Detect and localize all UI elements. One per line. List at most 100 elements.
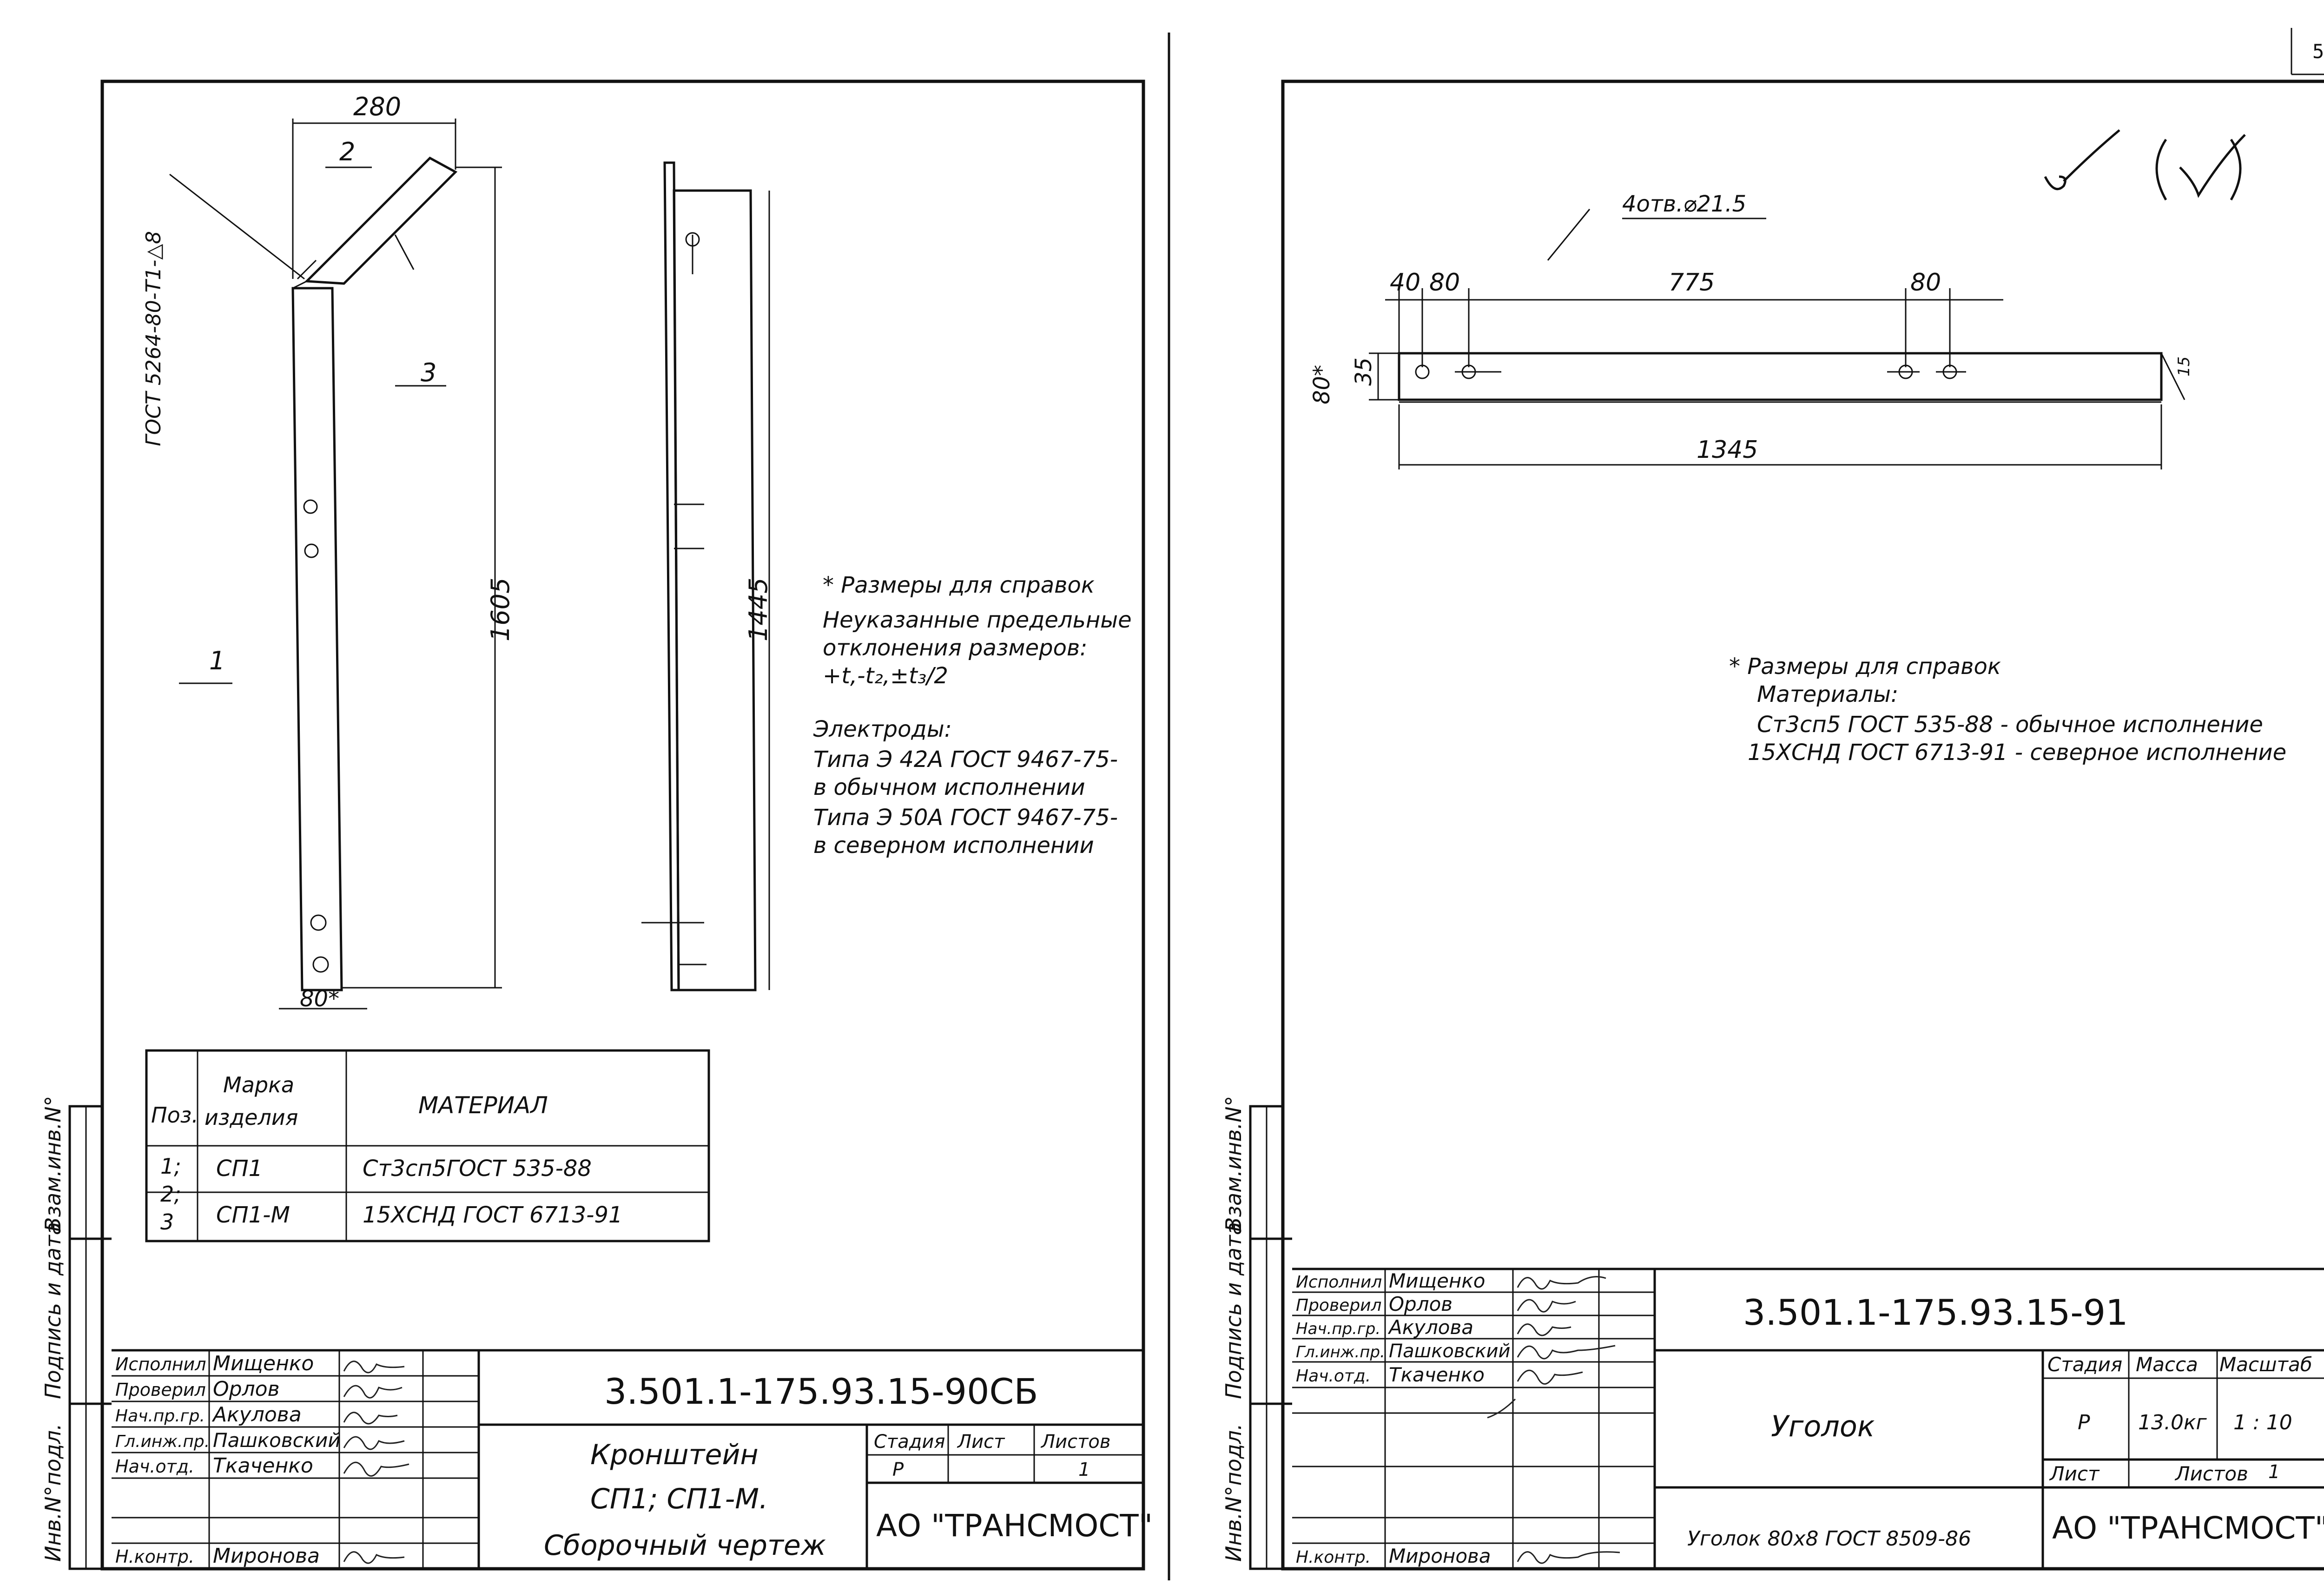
dim-1445: 1445 [744, 578, 773, 641]
left-frame [100, 79, 1145, 1571]
dim-15: 15 [2175, 357, 2193, 377]
side-label-sign: Подпись и дата [1221, 1222, 1246, 1399]
tb-title-line: Кронштейн [590, 1439, 759, 1471]
signature [343, 1461, 409, 1477]
tb-title-line: СП1; СП1-М. [590, 1483, 768, 1515]
tb-material-line: Уголок 80х8 ГОСТ 8509-86 [1687, 1527, 1971, 1551]
note-line: Неуказанные предельные [823, 607, 1132, 633]
pos-3: 3 [421, 358, 436, 387]
signature [1487, 1369, 1583, 1419]
tb-role: Н.контр. [115, 1546, 194, 1567]
pos-value: 3 [160, 1209, 174, 1235]
th-pos: Поз. [151, 1103, 198, 1128]
note-line: Типа Э 42А ГОСТ 9467-75- [813, 746, 1118, 773]
side-label-replace: Взам.инв.N° [40, 1096, 66, 1232]
hole [312, 956, 329, 973]
tb-stage-label: Стадия [2047, 1353, 2122, 1376]
right-title-block: Исполнил Мищенко Проверил Орлов Нач.пр.г… [1292, 1268, 2324, 1569]
tb-name: Орлов [1389, 1293, 1452, 1315]
signature [1517, 1299, 1576, 1313]
page-number: 56 [2312, 40, 2324, 63]
tb-sheets-value: 1 [1078, 1459, 1090, 1480]
th-mark-1: Марка [223, 1072, 294, 1097]
dim-280: 280 [353, 92, 401, 121]
tb-scale-label: Масштаб [2219, 1353, 2312, 1376]
signature [343, 1385, 403, 1399]
signature [1517, 1345, 1616, 1360]
tb-scale-value: 1 : 10 [2233, 1411, 2292, 1434]
tb-role: Проверил [115, 1380, 206, 1400]
note-line: Электроды: [813, 716, 952, 742]
row-material: Ст3сп5ГОСТ 535-88 [363, 1156, 592, 1182]
bracket-side-view: 1445 [641, 161, 773, 991]
tb-mass-label: Масса [2136, 1353, 2198, 1376]
tb-name: Пашковский [1389, 1341, 1511, 1362]
left-side-strip: Инв.N°подл. Подпись и дата Взам.инв.N° [40, 1096, 112, 1570]
side-label-inv: Инв.N°подл. [1221, 1423, 1246, 1562]
row-mark: СП1 [216, 1156, 263, 1182]
dim-80: 80* [300, 986, 339, 1012]
pos-2: 2 [339, 137, 355, 166]
pos-value: 1; [160, 1154, 181, 1179]
signature [343, 1361, 405, 1374]
page-number-box: 56 [2291, 28, 2324, 75]
note-line: в обычном исполнении [813, 774, 1085, 800]
dim-top: 80 [1429, 269, 1460, 297]
tb-company: АО "ТРАНСМОСТ" [876, 1508, 1153, 1544]
tb-role: Н.контр. [1296, 1548, 1371, 1567]
tb-name: Акулова [211, 1403, 302, 1427]
tb-name: Ткаченко [213, 1454, 313, 1478]
tb-name: Ткаченко [1389, 1363, 1485, 1386]
dim-1345: 1345 [1697, 436, 1758, 464]
side-label-sign: Подпись и дата [40, 1222, 66, 1399]
tb-stage-label: Стадия [874, 1431, 945, 1453]
tb-role: Нач.отд. [1296, 1367, 1371, 1386]
signature [343, 1412, 398, 1425]
note-line: * Размеры для справок [1729, 654, 2001, 680]
signature [343, 1436, 405, 1450]
tb-role: Исполнил [1296, 1273, 1382, 1292]
tb-role: Нач.пр.гр. [115, 1407, 205, 1426]
tb-role: Гл.инж.пр. [1296, 1343, 1385, 1361]
tb-title: Уголок [1771, 1409, 1875, 1443]
tb-name: Орлов [213, 1377, 280, 1401]
dim-1605: 1605 [486, 578, 515, 641]
note-line: +t,-t₂,±t₃/2 [823, 663, 948, 689]
tb-stage-value: Р [2078, 1411, 2090, 1434]
right-sheet: Инв.N°подл. Подпись и дата Взам.инв.N° [1221, 79, 2324, 1571]
right-notes: * Размеры для справок Материалы: Ст3сп5 … [1729, 654, 2286, 766]
tb-role: Исполнил [115, 1354, 206, 1374]
left-notes: * Размеры для справок Неуказанные предел… [813, 572, 1132, 859]
tb-role: Нач.отд. [115, 1456, 194, 1477]
row-mark: СП1-М [216, 1202, 290, 1228]
tb-name: Мищенко [1389, 1269, 1485, 1292]
tb-mass-value: 13.0кг [2138, 1411, 2207, 1434]
signature [1517, 1323, 1571, 1336]
dim-top: 775 [1669, 269, 1715, 297]
note-line: 15ХСНД ГОСТ 6713-91 - северное исполнени… [1748, 740, 2286, 766]
left-sheet: Инв.N°подл. Подпись и дата Взам.инв.N° 2… [40, 79, 1153, 1571]
tb-company: АО "ТРАНСМОСТ" [2052, 1510, 2324, 1546]
tb-name: Миронова [213, 1544, 320, 1568]
check-mark-circled-icon [2155, 134, 2246, 201]
dim-top: 80 [1910, 269, 1941, 297]
hole [304, 543, 319, 558]
hole [303, 499, 318, 514]
side-label-inv: Инв.N°подл. [40, 1423, 66, 1562]
tb-name: Акулова [1387, 1316, 1473, 1339]
dim-top: 40 [1390, 269, 1420, 297]
angle-drawing: 40 80 775 80 4отв.⌀21.5 35 80* 15 1345 [1309, 191, 2193, 469]
tb-name: Миронова [1389, 1545, 1491, 1567]
th-material: МАТЕРИАЛ [418, 1092, 548, 1119]
hole [310, 914, 327, 931]
tb-code: 3.501.1-175.93.15-91 [1743, 1292, 2128, 1333]
weld-note: ГОСТ 5264-80-Т1-△8 [142, 231, 165, 446]
signature [1517, 1551, 1620, 1564]
tb-stage-value: Р [892, 1459, 904, 1480]
holes-note: 4отв.⌀21.5 [1622, 191, 1746, 217]
side-label-replace: Взам.инв.N° [1221, 1096, 1246, 1232]
right-frame [1281, 79, 2324, 1571]
pos-value: 2; [160, 1182, 181, 1207]
signature [1517, 1276, 1606, 1290]
tb-role: Нач.пр.гр. [1296, 1320, 1380, 1338]
